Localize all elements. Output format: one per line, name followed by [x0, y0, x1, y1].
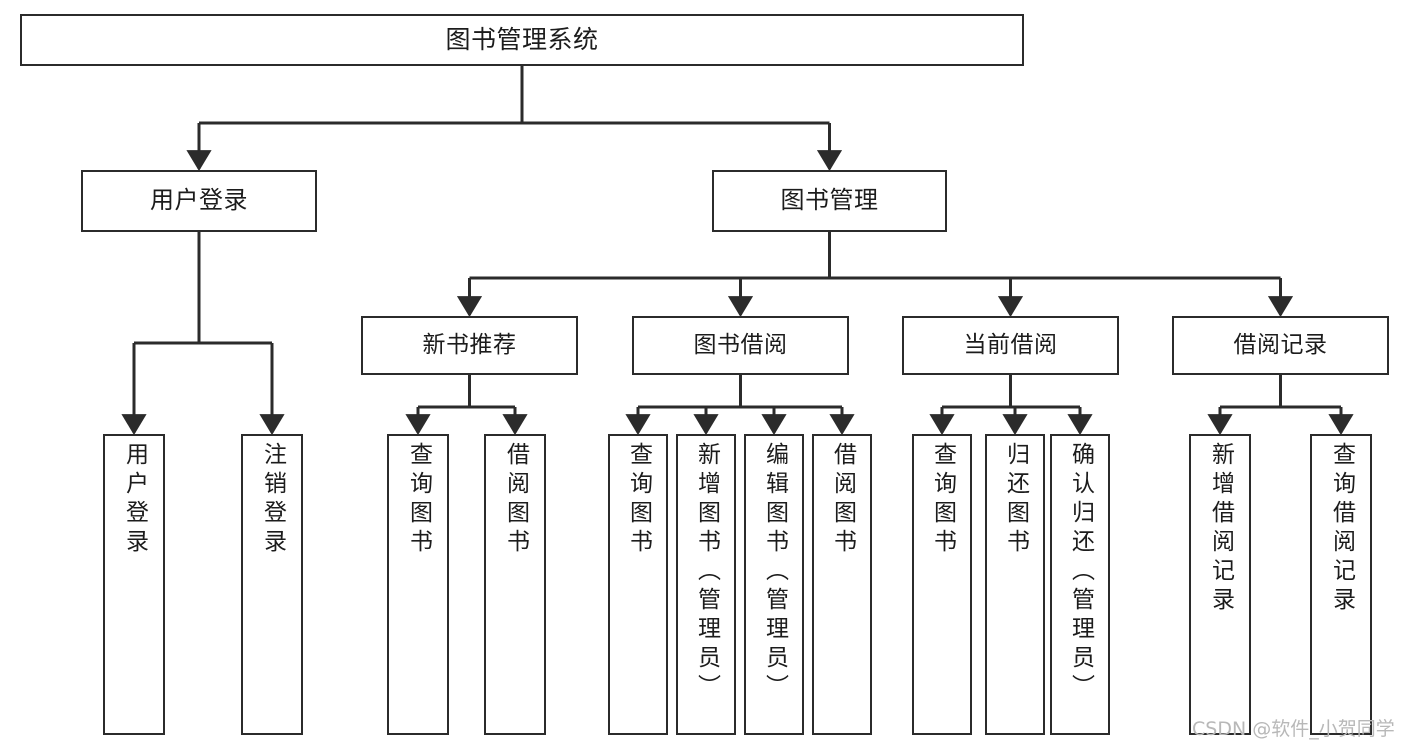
- node-label: 当前借阅: [963, 332, 1058, 359]
- node-label: 图书管理: [780, 186, 879, 215]
- node-leaf-add-record[interactable]: 新增借阅记录: [1189, 434, 1251, 735]
- node-leaf-user-login[interactable]: 用户登录: [103, 434, 165, 735]
- node-user-login[interactable]: 用户登录: [81, 170, 317, 232]
- node-label: 用户登录: [121, 442, 148, 558]
- watermark: CSDN @软件_小贺同学: [1192, 718, 1395, 740]
- node-leaf-query-book-3[interactable]: 查询图书: [912, 434, 972, 735]
- node-label: 新增图书（管理员）: [693, 442, 720, 703]
- node-leaf-query-book-1[interactable]: 查询图书: [387, 434, 449, 735]
- node-label: 查询图书: [929, 442, 956, 558]
- node-borrow-record[interactable]: 借阅记录: [1172, 316, 1389, 375]
- node-label: 新书推荐: [422, 332, 517, 359]
- node-label: 查询图书: [625, 442, 652, 558]
- node-label: 查询借阅记录: [1328, 442, 1355, 616]
- node-label: 借阅图书: [829, 442, 856, 558]
- node-leaf-confirm-return[interactable]: 确认归还（管理员）: [1050, 434, 1110, 735]
- node-leaf-borrow-book-2[interactable]: 借阅图书: [812, 434, 872, 735]
- node-leaf-query-book-2[interactable]: 查询图书: [608, 434, 668, 735]
- node-book-manage[interactable]: 图书管理: [712, 170, 947, 232]
- node-book-borrow[interactable]: 图书借阅: [632, 316, 849, 375]
- node-label: 用户登录: [150, 186, 248, 215]
- node-current-borrow[interactable]: 当前借阅: [902, 316, 1119, 375]
- node-label: 新增借阅记录: [1207, 442, 1234, 616]
- node-label: 归还图书: [1002, 442, 1029, 558]
- node-leaf-borrow-book-1[interactable]: 借阅图书: [484, 434, 546, 735]
- node-leaf-user-logout[interactable]: 注销登录: [241, 434, 303, 735]
- node-leaf-add-book[interactable]: 新增图书（管理员）: [676, 434, 736, 735]
- node-leaf-query-record[interactable]: 查询借阅记录: [1310, 434, 1372, 735]
- edge-paths: [121, 66, 1354, 436]
- node-leaf-edit-book[interactable]: 编辑图书（管理员）: [744, 434, 804, 735]
- node-leaf-return-book[interactable]: 归还图书: [985, 434, 1045, 735]
- node-label: 借阅记录: [1233, 332, 1328, 359]
- node-label: 注销登录: [259, 442, 286, 558]
- node-label: 编辑图书（管理员）: [761, 442, 788, 703]
- node-label: 图书借阅: [693, 332, 788, 359]
- node-label: 查询图书: [405, 442, 432, 558]
- node-new-book-rec[interactable]: 新书推荐: [361, 316, 578, 375]
- node-label: 图书管理系统: [445, 24, 599, 54]
- node-label: 借阅图书: [502, 442, 529, 558]
- node-root[interactable]: 图书管理系统: [20, 14, 1024, 66]
- node-label: 确认归还（管理员）: [1067, 442, 1094, 703]
